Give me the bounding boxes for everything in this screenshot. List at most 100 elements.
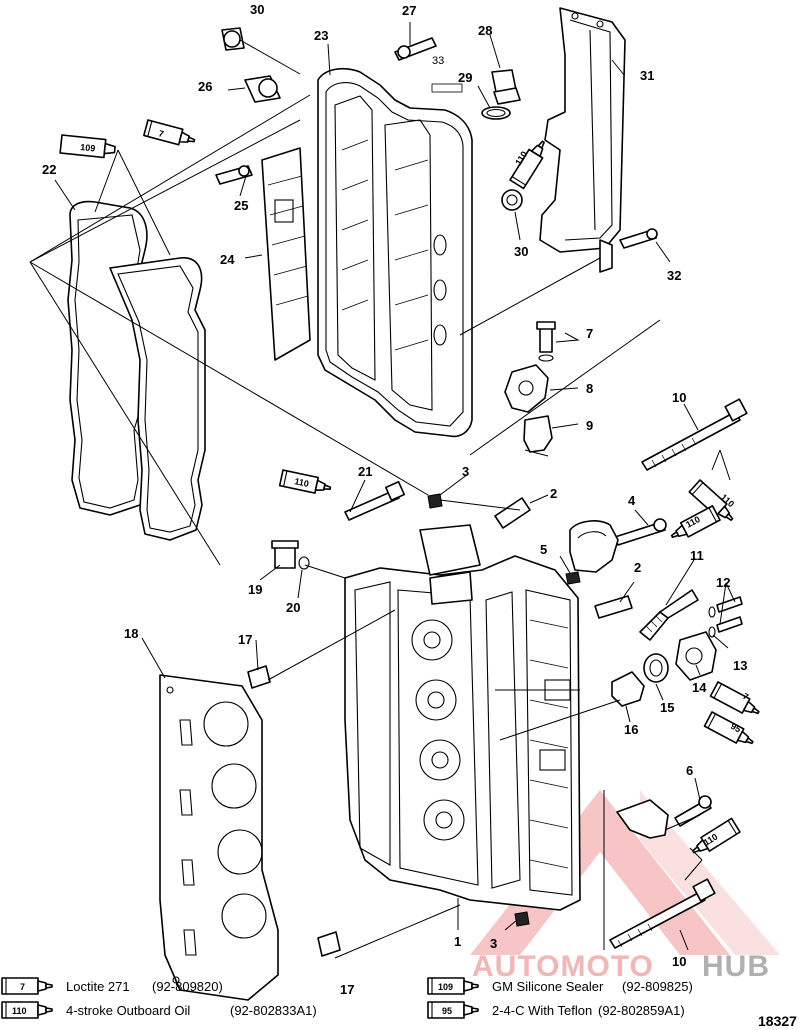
part-12-screws bbox=[716, 596, 743, 633]
callout-30-right: 30 bbox=[514, 244, 528, 259]
part-4-bracket bbox=[569, 520, 619, 573]
part-15-seal bbox=[643, 653, 669, 683]
part-17-dowel-bottom bbox=[317, 931, 341, 957]
watermark-text-hub: HUB bbox=[702, 950, 770, 983]
callout-20: 20 bbox=[286, 600, 300, 615]
legend-name-110: 4-stroke Outboard Oil bbox=[66, 1003, 190, 1018]
callout-2-top: 2 bbox=[550, 486, 557, 501]
callout-3-top: 3 bbox=[462, 464, 469, 479]
part-17-dowel-left bbox=[247, 665, 271, 689]
callout-6: 6 bbox=[686, 763, 693, 778]
callout-10-bottom: 10 bbox=[672, 954, 686, 969]
part-26-fitting bbox=[244, 75, 281, 103]
callout-15: 15 bbox=[660, 700, 674, 715]
tube-label-95-right: 95 bbox=[729, 721, 743, 735]
legend: 7 Loctite 271 (92-809820) 110 4-stroke O… bbox=[1, 977, 693, 1019]
callout-33-box bbox=[431, 83, 463, 93]
part-16-sensor bbox=[611, 671, 645, 707]
callout-30-top: 30 bbox=[250, 2, 264, 17]
callout-2-right: 2 bbox=[634, 560, 641, 575]
sealant-tube-109-top bbox=[59, 134, 116, 159]
sealant-tube-95-right bbox=[703, 711, 757, 751]
part-6-bolt bbox=[674, 795, 712, 827]
part-24-baffle bbox=[261, 147, 311, 361]
part-1-cylinder-head bbox=[344, 524, 581, 911]
part-2-dowel-top bbox=[494, 497, 531, 529]
callout-32: 32 bbox=[667, 268, 681, 283]
legend-item-109: 109 GM Silicone Sealer (92-809825) bbox=[427, 977, 693, 995]
callout-3-bottom: 3 bbox=[490, 936, 497, 951]
callout-27: 27 bbox=[402, 3, 416, 18]
figure-id: 18327 bbox=[758, 1013, 797, 1029]
part-21-bolt bbox=[344, 480, 406, 521]
callout-31: 31 bbox=[640, 68, 654, 83]
part-19-screw bbox=[271, 540, 299, 569]
leader-lines bbox=[29, 22, 736, 959]
legend-item-7: 7 Loctite 271 (92-809820) bbox=[1, 977, 223, 995]
legend-item-95: 95 2-4-C With Teflon (92-802859A1) bbox=[427, 1001, 685, 1019]
part-11-spark-plug bbox=[639, 589, 699, 641]
callout-4: 4 bbox=[628, 493, 636, 508]
callout-24: 24 bbox=[220, 252, 235, 267]
part-30-grommet-top bbox=[221, 27, 245, 51]
part-20-washer bbox=[298, 556, 310, 570]
part-32-screw bbox=[619, 228, 658, 249]
callout-16: 16 bbox=[624, 722, 638, 737]
legend-item-110: 110 4-stroke Outboard Oil (92-802833A1) bbox=[1, 1001, 317, 1019]
callout-22: 22 bbox=[42, 162, 56, 177]
legend-name-95: 2-4-C With Teflon bbox=[492, 1003, 592, 1018]
callout-33: 33 bbox=[432, 55, 444, 67]
legend-code-109: 109 bbox=[438, 982, 453, 992]
tube-label-7-right: 7 bbox=[741, 691, 750, 702]
callout-12: 12 bbox=[716, 575, 730, 590]
part-31-bracket bbox=[539, 7, 626, 273]
legend-part-95: (92-802859A1) bbox=[598, 1003, 685, 1018]
callout-29: 29 bbox=[458, 70, 472, 85]
callout-11: 11 bbox=[690, 548, 704, 563]
callout-numbers: 1 2 2 3 3 4 5 6 7 8 9 10 10 11 12 13 14 … bbox=[42, 2, 747, 997]
callout-28: 28 bbox=[478, 23, 492, 38]
part-3-plug-top bbox=[427, 493, 443, 509]
part-27-screw-washer bbox=[394, 37, 437, 61]
callout-9: 9 bbox=[586, 418, 593, 433]
callout-19: 19 bbox=[248, 582, 262, 597]
part-30-grommet-right bbox=[501, 189, 523, 211]
part-22-cover-gasket bbox=[67, 200, 206, 541]
watermark-text: AUTOMOTO HUB bbox=[472, 950, 770, 983]
watermark-text-automoto: AUTOMOTO bbox=[472, 950, 654, 983]
part-4-bolt bbox=[614, 518, 667, 546]
callout-10-top: 10 bbox=[672, 390, 686, 405]
tube-label-110-bolt21: 110 bbox=[294, 476, 310, 489]
callout-14: 14 bbox=[692, 680, 707, 695]
part-2-dowel-right bbox=[594, 595, 633, 619]
callout-17-bottom: 17 bbox=[340, 982, 354, 997]
part-14-sensor-housing bbox=[675, 631, 717, 681]
legend-name-7: Loctite 271 bbox=[66, 979, 130, 994]
legend-code-7: 7 bbox=[20, 982, 25, 992]
tube-label-109-top: 109 bbox=[80, 142, 96, 154]
legend-name-109: GM Silicone Sealer bbox=[492, 979, 604, 994]
callout-21: 21 bbox=[358, 464, 372, 479]
part-8-sensor bbox=[504, 364, 549, 413]
part-18-head-gasket bbox=[159, 674, 279, 1001]
tube-label-7-top: 7 bbox=[157, 128, 164, 139]
callout-23: 23 bbox=[314, 28, 328, 43]
legend-part-110: (92-802833A1) bbox=[230, 1003, 317, 1018]
legend-part-109: (92-809825) bbox=[622, 979, 693, 994]
part-9-plug bbox=[523, 415, 553, 453]
callout-26: 26 bbox=[198, 79, 212, 94]
sealant-tube-7-right bbox=[709, 681, 763, 721]
part-6-bracket bbox=[616, 799, 669, 839]
tube-labels: 7 109 110 110 110 110 7 95 110 bbox=[80, 128, 750, 847]
callout-8: 8 bbox=[586, 381, 593, 396]
callout-25: 25 bbox=[234, 198, 248, 213]
part-29-o-ring bbox=[481, 106, 511, 120]
legend-code-110: 110 bbox=[12, 1006, 27, 1016]
part-5-plug bbox=[565, 571, 581, 585]
legend-part-7: (92-809820) bbox=[152, 979, 223, 994]
part-25-screw-washer bbox=[215, 165, 253, 185]
part-10-bolt-top bbox=[641, 398, 748, 471]
part-7-screw-washer bbox=[536, 321, 556, 362]
callout-13: 13 bbox=[733, 658, 747, 673]
